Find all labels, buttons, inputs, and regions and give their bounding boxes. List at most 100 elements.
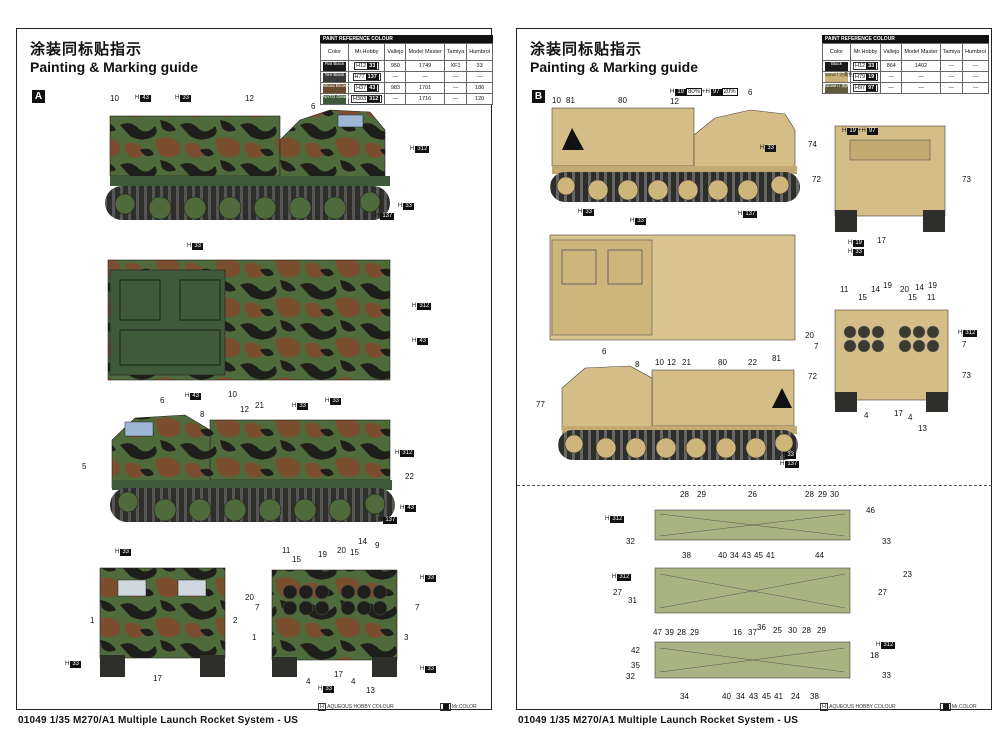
callout: 10 <box>552 96 561 105</box>
callout: 18 <box>870 651 879 660</box>
callout: 14 <box>915 283 924 292</box>
rear-view <box>834 309 949 412</box>
callout: 27 <box>613 588 622 597</box>
front-view <box>834 125 946 232</box>
color-swatch: Tire Black <box>323 72 346 82</box>
vehicle-drawings-a <box>99 109 398 677</box>
callout: 20 <box>245 593 254 602</box>
callout: 44 <box>815 551 824 560</box>
callout: 11 <box>840 285 849 294</box>
callout: 20 <box>805 331 814 340</box>
callout: 12 <box>667 358 676 367</box>
callout: 29 <box>818 490 827 499</box>
callout: 74 <box>808 140 817 149</box>
side-view-right <box>110 414 395 522</box>
callout: 25 <box>773 626 782 635</box>
front-view <box>99 567 226 677</box>
legend-mrcolor: Mr.COLOR <box>940 703 977 711</box>
callout: 17 <box>334 670 343 679</box>
paint-table-b: PAINT REFERENCE COLOUR Color Mr.Hobby Va… <box>822 35 989 94</box>
sheet-a-title-cn: 涂装同标贴指示 <box>30 41 143 58</box>
sheet-b: 涂装同标贴指示 Painting & Marking guide B PAINT… <box>500 0 1000 750</box>
callout: 31 <box>628 596 637 605</box>
callout: 29 <box>817 626 826 635</box>
color-swatch: NATO Green / 绿色 <box>323 94 362 104</box>
callout: 10 <box>228 390 237 399</box>
callout: 7 <box>255 603 260 612</box>
callout: 45 <box>754 551 763 560</box>
col-humbrol: Humbrol <box>962 43 989 61</box>
section-divider <box>517 485 992 486</box>
callout: 32 <box>626 537 635 546</box>
callout: 19 <box>883 281 892 290</box>
rear-view <box>271 569 398 677</box>
color-swatch: Black <box>825 61 848 71</box>
callout: 32 <box>626 672 635 681</box>
callout: 15 <box>350 548 359 557</box>
callout: 81 <box>566 96 575 105</box>
callout: 27 <box>878 588 887 597</box>
sheet-a-footer: 01049 1/35 M270/A1 Multiple Launch Rocke… <box>18 715 299 726</box>
sheet-b-footer: 01049 1/35 M270/A1 Multiple Launch Rocke… <box>518 715 799 726</box>
callout: 34 <box>680 692 689 701</box>
callout: 6 <box>748 88 753 97</box>
side-view-left <box>550 107 800 202</box>
callout: 6 <box>160 396 165 405</box>
callout: 41 <box>766 551 775 560</box>
callout: 10 <box>110 94 119 103</box>
callout: 17 <box>153 674 162 683</box>
legend-aqueous: H AQUEOUS HOBBY COLOUR <box>318 703 394 711</box>
legend-mrcolor: Mr.COLOR <box>440 703 477 711</box>
sheet-a-title-en: Painting & Marking guide <box>30 59 199 75</box>
paint-table-caption: PAINT REFERENCE COLOUR <box>822 35 989 43</box>
callout: 14 <box>358 537 367 546</box>
vehicle-drawings-b <box>549 107 949 679</box>
scheme-badge-a: A <box>32 90 45 103</box>
callout: 29 <box>697 490 706 499</box>
callout: 34 <box>736 692 745 701</box>
sheet-a-frame <box>16 28 492 710</box>
callout: 11 <box>282 546 291 555</box>
side-view-left <box>105 109 390 220</box>
callout: 16 <box>733 628 742 637</box>
sheet-b-frame <box>516 28 992 710</box>
callout: 29 <box>690 628 699 637</box>
callout: 13 <box>366 686 375 695</box>
legend-aqueous: H AQUEOUS HOBBY COLOUR <box>820 703 896 711</box>
rocket-pods <box>654 509 851 679</box>
callout: 36 <box>757 623 766 632</box>
callout: 4 <box>351 677 356 686</box>
callout: 28 <box>677 628 686 637</box>
callout: 81 <box>772 354 781 363</box>
callout: 17 <box>894 409 903 418</box>
callout: 80 <box>618 96 627 105</box>
callout: 8 <box>635 360 640 369</box>
callout: 43 <box>742 551 751 560</box>
callout: 6 <box>311 102 316 111</box>
